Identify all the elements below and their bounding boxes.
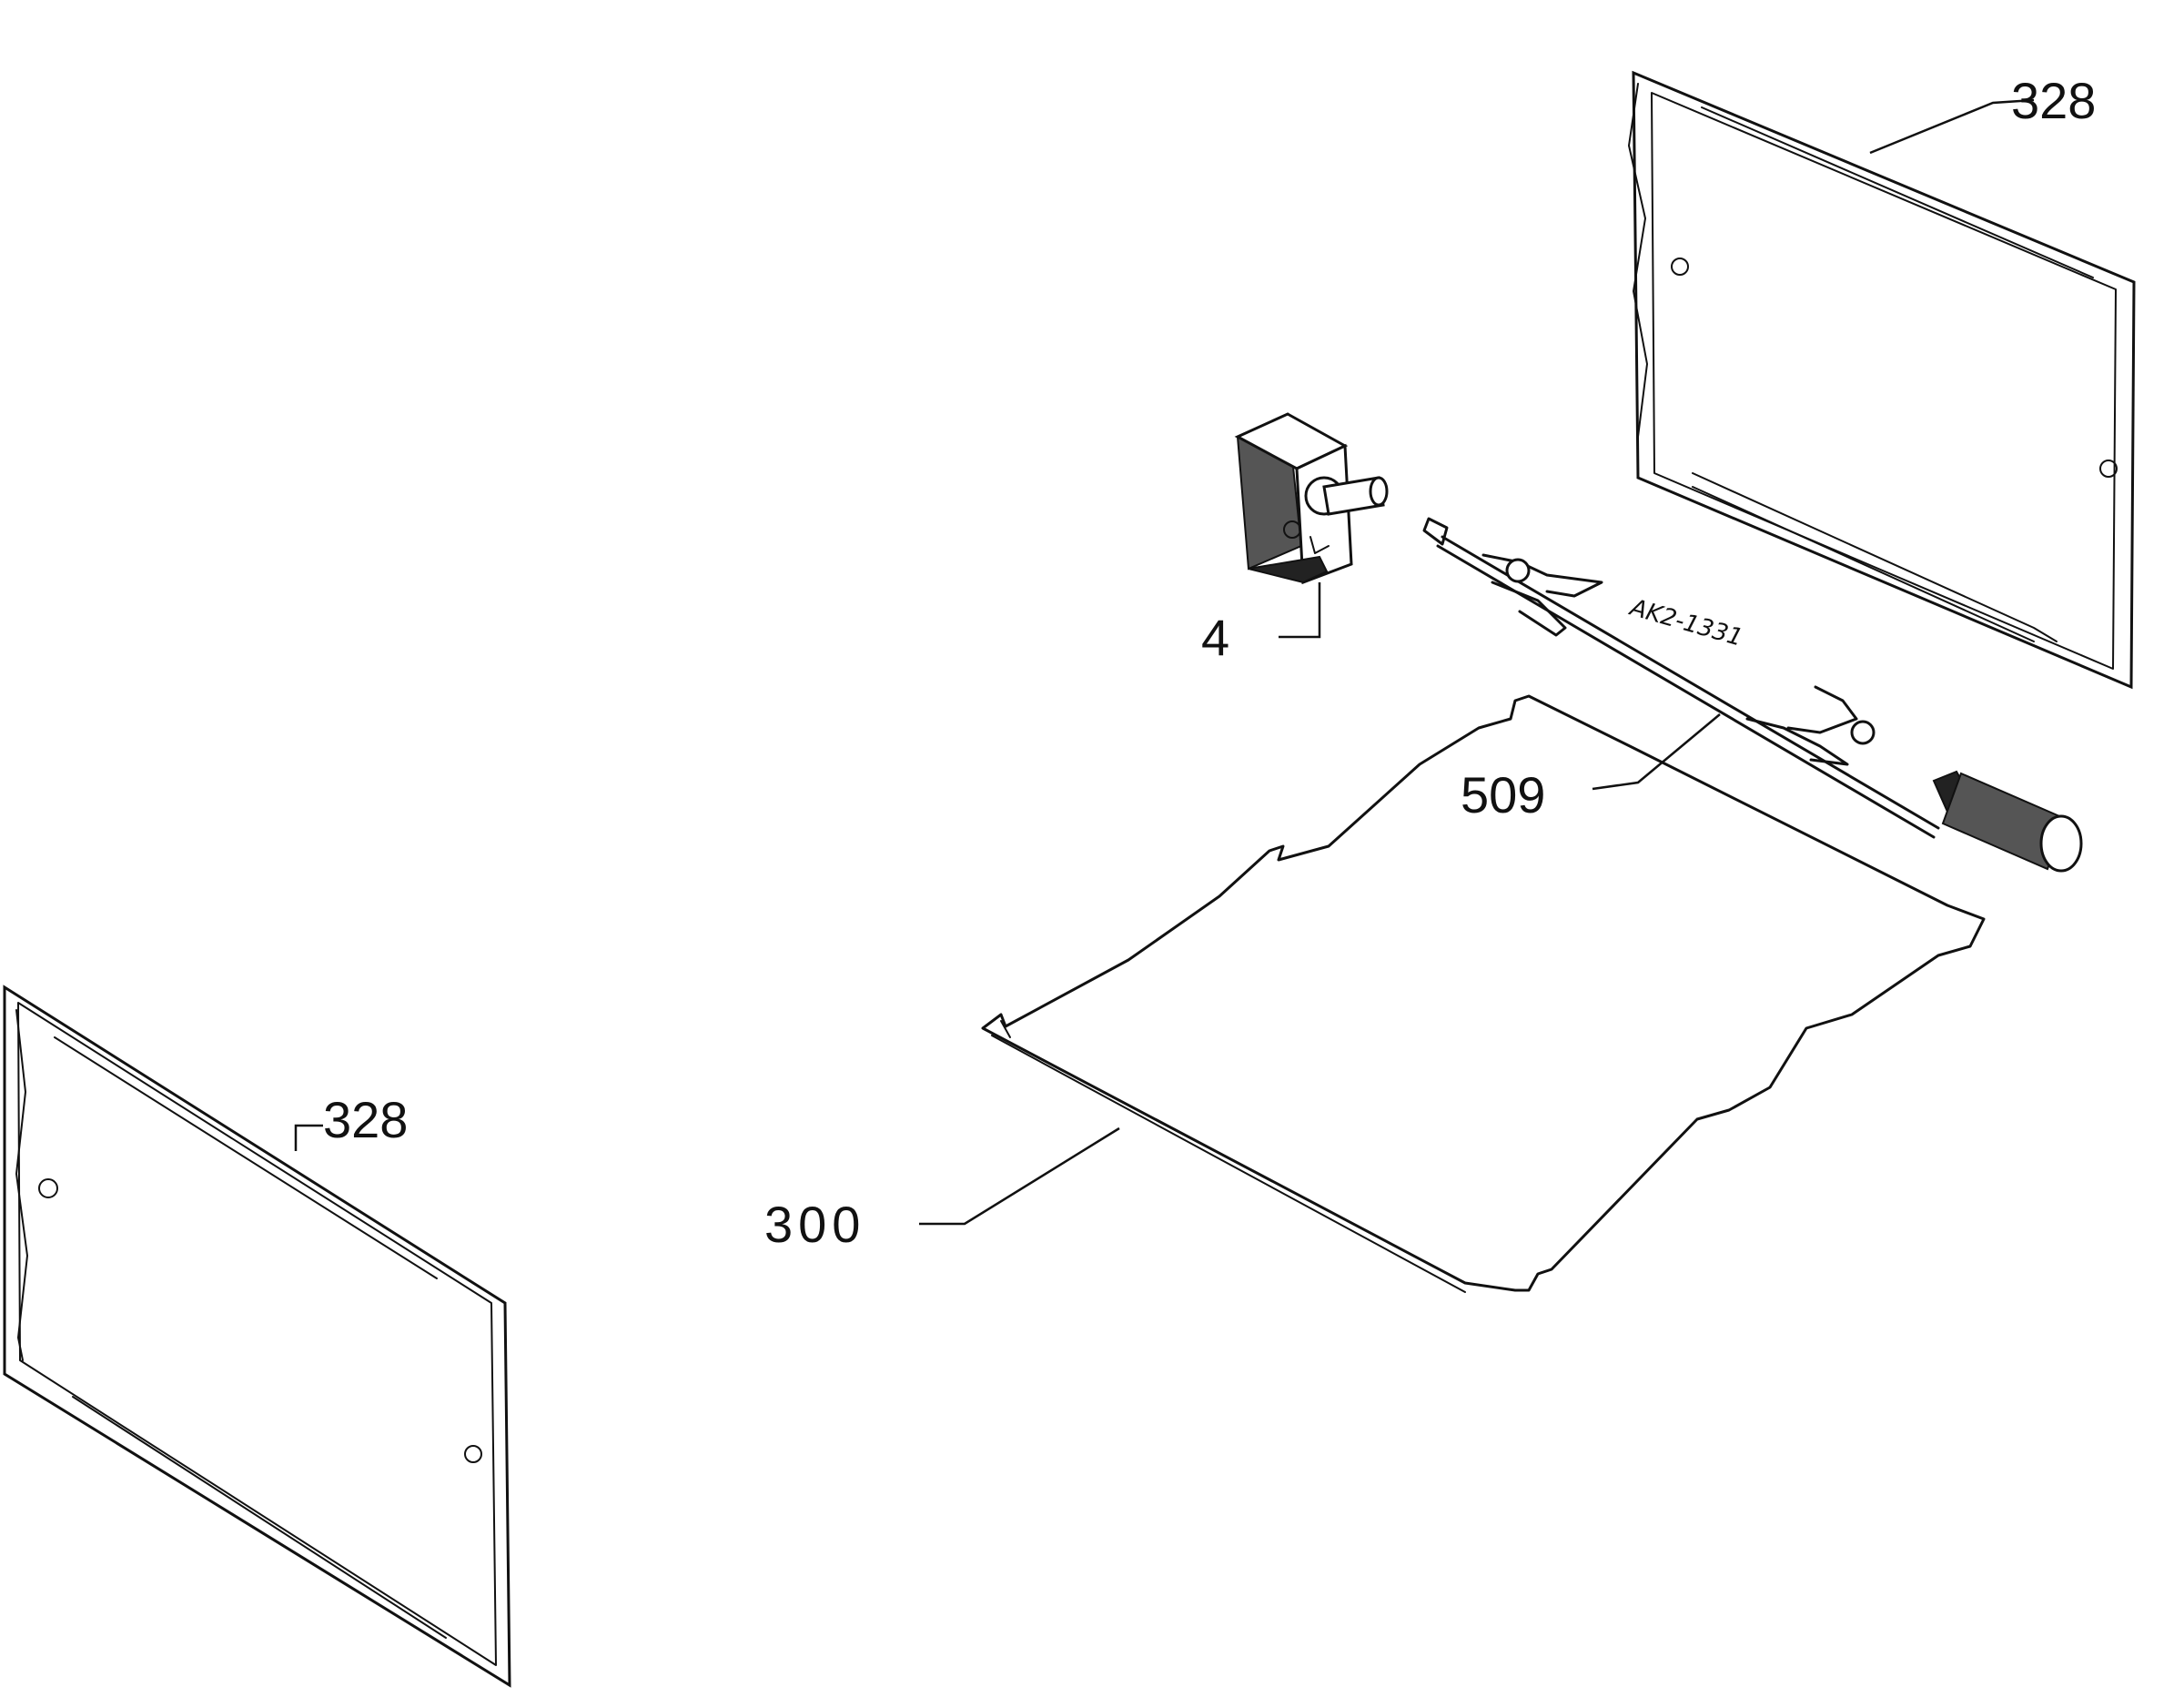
thermostat-unit	[1234, 412, 1389, 585]
callout-4-thermostat: 4	[1201, 609, 1229, 666]
callout-300-wire-shelf: 300	[764, 1196, 865, 1253]
handwritten-part-note: AK2-1331	[1625, 593, 1745, 652]
glass-panel-top-right	[1628, 70, 2136, 690]
glass-panel-bottom-left	[3, 985, 511, 1688]
leader-lines	[294, 98, 2035, 1226]
rotisserie-spit	[1422, 517, 2083, 873]
callout-509-rotisserie-spit: 509	[1461, 766, 1545, 823]
spit-fork-right	[1745, 685, 1876, 766]
wire-shelf	[981, 694, 1986, 1293]
spit-handle	[1932, 770, 2083, 873]
callout-328-bottom-left: 328	[323, 1091, 408, 1148]
callout-328-top-right: 328	[2011, 72, 2096, 129]
spit-fork-left	[1481, 553, 1603, 637]
